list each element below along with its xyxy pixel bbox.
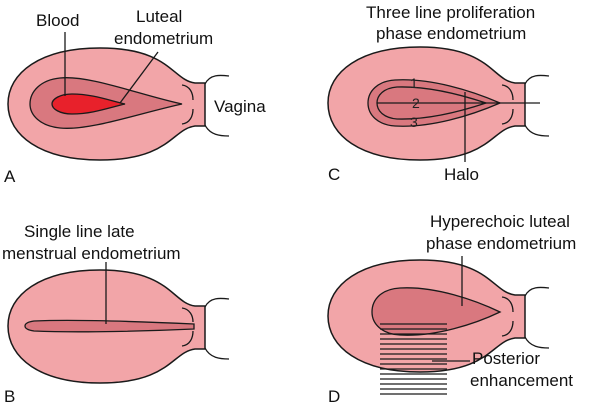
vagina-label: Vagina [214,97,266,116]
luteal-label-line1: Luteal [136,7,182,26]
vagina-outline-a [204,74,230,137]
three-line-endometrium-c [376,86,489,120]
halo-label: Halo [444,165,479,184]
panel-d: Hyperechoic luteal phase endometrium Pos… [327,212,576,406]
hyperechoic-endometrium-d [371,287,502,336]
cervix-outline-b [181,307,194,347]
vagina-outline-b [204,297,230,360]
cervix-outline-a [181,84,194,125]
three-line-label-line1: Three line proliferation [366,3,535,22]
luteal-label-line2: endometrium [114,29,213,48]
enhancement-label-line1: Posterior [472,349,540,368]
panel-letter-c: C [328,165,340,184]
panel-letter-a: A [4,167,16,186]
panel-b: Single line late menstrual endometrium B [2,222,230,406]
blood-collection-a [51,93,126,115]
cervix-outline-c [501,84,514,125]
vagina-outline-d [524,286,550,349]
enhancement-label-line2: enhancement [470,371,573,390]
hyperechoic-label-line1: Hyperechoic luteal [430,212,570,231]
line-number-2: 2 [412,95,420,111]
hyperechoic-label-line2: phase endometrium [426,234,576,253]
luteal-leader-line [119,51,159,104]
posterior-enhancement-lines [380,323,447,395]
panel-letter-d: D [328,387,340,406]
panel-a: Blood Luteal endometrium Vagina A [4,7,266,186]
cervix-outline-d [501,296,514,337]
single-line-label-line2: menstrual endometrium [2,244,181,263]
three-line-label-line2: phase endometrium [376,24,526,43]
panel-letter-b: B [4,387,15,406]
vagina-outline-c [524,74,550,137]
panel-c: 1 2 3 Three line proliferation phase end… [327,3,550,184]
line-number-3: 3 [410,114,418,130]
single-line-endometrium-b [24,319,195,333]
line-number-1: 1 [410,75,418,91]
blood-label: Blood [36,11,79,30]
single-line-label-line1: Single line late [24,222,135,241]
